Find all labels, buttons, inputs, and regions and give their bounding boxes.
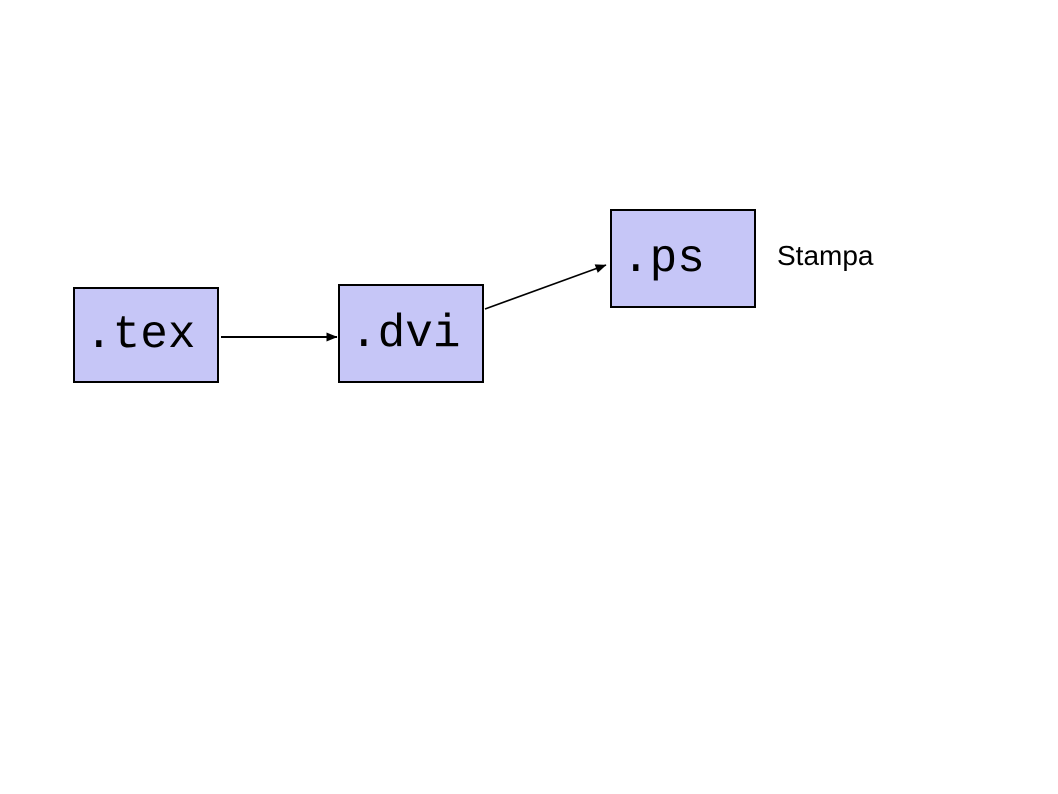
node-ps-label: .ps <box>622 232 705 285</box>
node-dvi-label: .dvi <box>350 307 461 360</box>
annotation-stampa: Stampa <box>777 240 874 271</box>
node-dvi[interactable]: .dvi <box>338 284 484 383</box>
node-tex[interactable]: .tex <box>73 287 219 383</box>
node-tex-label: .tex <box>85 309 196 361</box>
edge-dvi-to-ps <box>484 264 607 310</box>
node-ps[interactable]: .ps <box>610 209 756 308</box>
